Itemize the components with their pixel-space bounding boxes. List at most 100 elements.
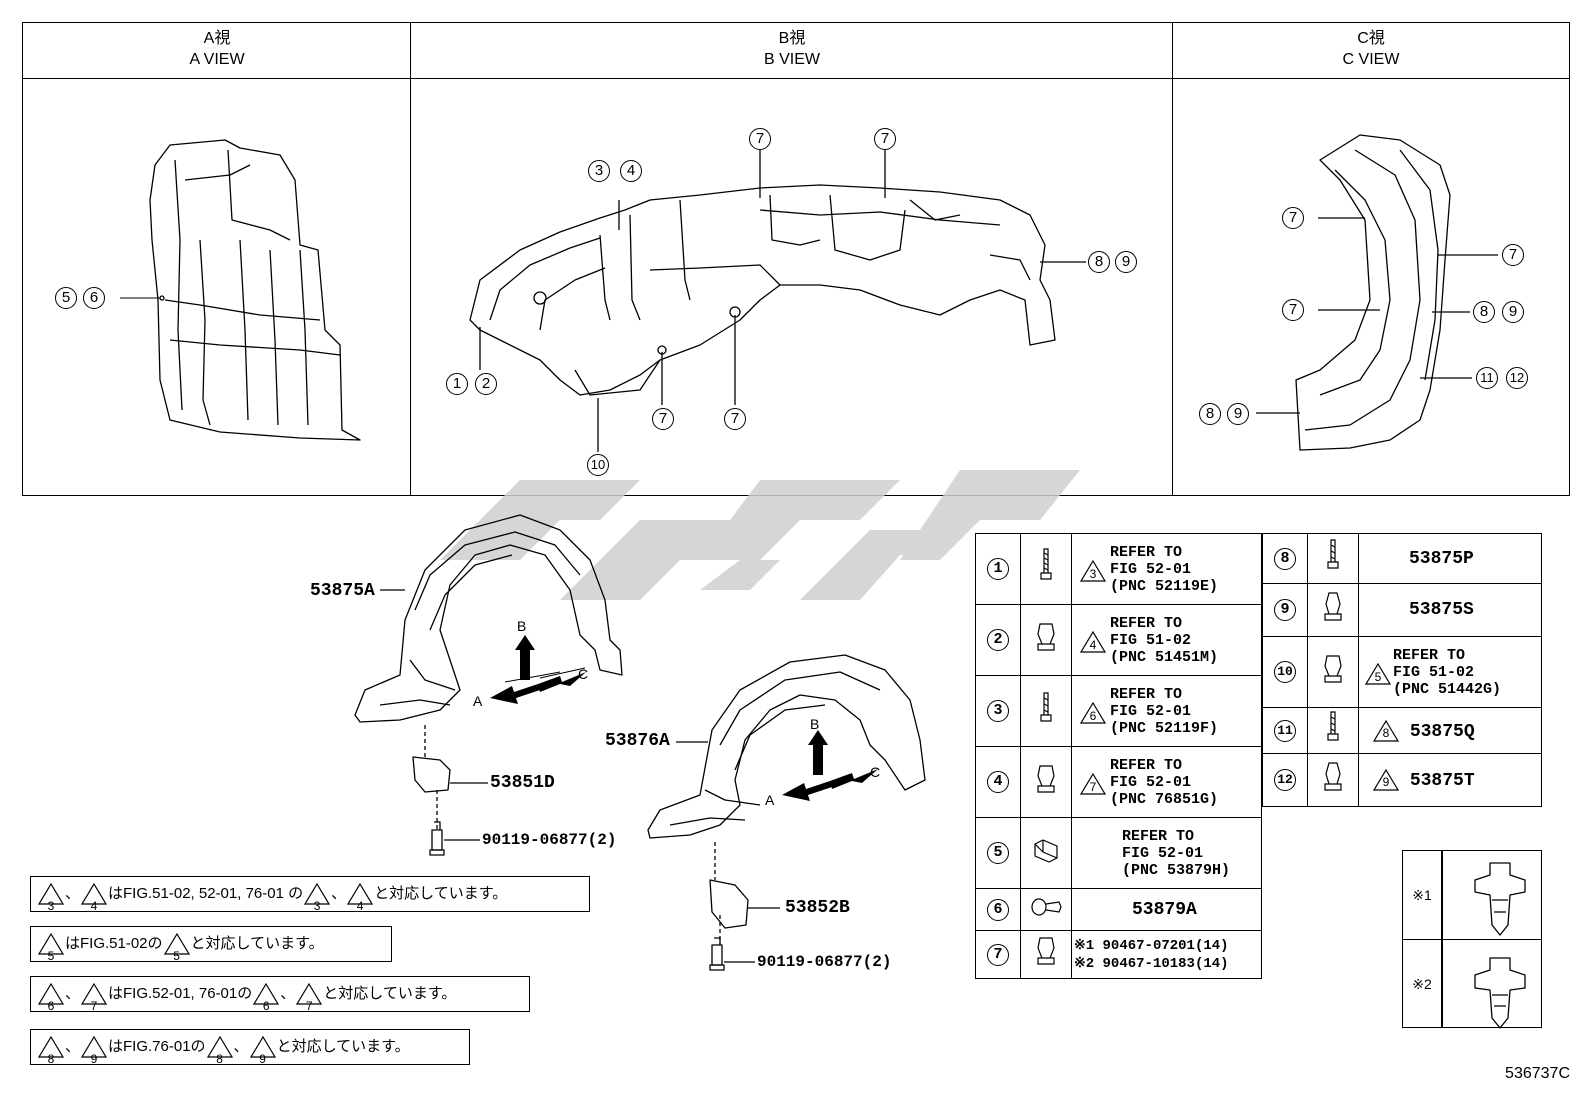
figure-number: 536737C [1505, 1065, 1570, 1082]
parts-table-left: 1 3 REFER TO FIG 52-01 (PNC 52119E) 2 4 … [975, 533, 1262, 979]
part-label-53851d: 53851D [490, 773, 555, 793]
part-53875p: 53875P [1358, 533, 1542, 584]
row-callout: 11 [1274, 719, 1296, 742]
note-text: はFIG.51-02, 52-01, 76-01 の [108, 885, 304, 902]
triangle-note-icon: 7 [1080, 772, 1106, 795]
callout-7-view-c-left1: 7 [1282, 207, 1304, 229]
arrow-label-c-right: C [870, 764, 881, 780]
table-row: 8 53875P [1262, 533, 1542, 584]
callout-10-view-b: 10 [587, 454, 609, 476]
callout-5-view-a: 5 [55, 287, 77, 309]
part-label-53852b: 53852B [785, 898, 850, 918]
ref-line: (PNC 76851G) [1110, 790, 1219, 808]
part-53875q: 53875Q [1409, 721, 1475, 742]
view-b-column [411, 23, 1173, 495]
view-c-title-en: C VIEW [1342, 51, 1400, 68]
ref-line: REFER TO [1110, 685, 1183, 703]
callout-4-view-b: 4 [620, 160, 642, 182]
table-row: 10 5 REFER TO FIG 51-02 (PNC 51442G) [1262, 636, 1542, 708]
ref-line: (PNC 53879H) [1122, 861, 1231, 879]
parts-table-right: 8 53875P 9 53875S 10 5 REFER TO FIG 51-0… [1262, 533, 1542, 807]
ref-line: FIG 52-01 [1110, 773, 1192, 791]
row-callout: 10 [1274, 661, 1296, 683]
row-callout: 4 [987, 771, 1009, 793]
view-c-header: C視 C VIEW [1173, 23, 1569, 79]
callout-7-view-b-top1: 7 [749, 128, 771, 150]
table-row: 12 9 53875T [1262, 753, 1542, 807]
part-label-53875a: 53875A [310, 581, 375, 601]
row-callout: 1 [987, 558, 1009, 580]
triangle-note-icon: 9 [249, 1036, 276, 1066]
bracket-53851d-drawing [412, 756, 488, 856]
arrow-label-c-left: C [578, 666, 589, 682]
triangle-note-icon: 4 [1080, 630, 1106, 653]
triangle-note-icon: 3 [304, 883, 331, 913]
callout-7-view-b-bottom2: 7 [724, 408, 746, 430]
triangle-note-icon: 7 [296, 983, 323, 1013]
nut-clip-icon [1034, 838, 1058, 863]
row-callout: 7 [987, 943, 1009, 966]
view-b-title-jp: B視 [778, 30, 806, 47]
callout-9-view-c-right: 9 [1502, 301, 1524, 323]
row-callout: 5 [987, 842, 1009, 864]
ref-line: (PNC 51442G) [1393, 680, 1502, 698]
view-b-title-en: B VIEW [763, 51, 820, 68]
view-a-fender-liner-drawing [120, 139, 361, 441]
triangle-note-icon: 3 [38, 883, 64, 913]
callout-6-view-a: 6 [83, 287, 105, 309]
callout-8-view-c-left: 8 [1199, 403, 1221, 425]
triangle-note-icon: 9 [81, 1036, 108, 1066]
direction-arrows-left [490, 635, 586, 704]
bracket-53852b-drawing [709, 879, 780, 971]
ref-line: (PNC 51451M) [1110, 648, 1219, 666]
triangle-note-icon: 6 [253, 983, 280, 1013]
triangle-note-icon: 6 [38, 983, 64, 1013]
ref-line: FIG 51-02 [1110, 631, 1192, 649]
part-label-53876a: 53876A [605, 731, 670, 751]
callout-9-view-c-left: 9 [1227, 403, 1249, 425]
callout-12-view-c: 12 [1506, 367, 1528, 389]
view-a-title-jp: A視 [203, 30, 231, 47]
part-53879a: 53879A [1071, 888, 1262, 931]
fender-liner-53875a-drawing [354, 514, 623, 830]
ref-line: ※2 90467-10183(14) [1074, 955, 1229, 972]
callout-7-view-b-bottom1: 7 [652, 408, 674, 430]
triangle-note-icon: 5 [163, 933, 190, 963]
clip-icon [1324, 591, 1342, 621]
view-a-column [23, 23, 411, 495]
note-tail: と対応しています。 [190, 935, 324, 952]
row-callout: 2 [987, 629, 1009, 651]
triangle-note-icon: 9 [1373, 769, 1399, 791]
triangle-note-icon: 3 [1080, 559, 1106, 582]
clip-box-divider [1441, 851, 1443, 1027]
part-label-bolt-left: 90119-06877(2) [482, 831, 617, 849]
ref-line: (PNC 52119F) [1110, 719, 1219, 737]
callout-2-view-b: 2 [475, 373, 497, 395]
screw-icon [1327, 711, 1339, 741]
triangle-note-icon: 6 [1080, 701, 1106, 724]
triangle-note-icon: 5 [38, 933, 64, 963]
fender-liner-53876a-drawing [647, 654, 926, 945]
ref-line: FIG 51-02 [1393, 663, 1475, 681]
clip-key-1: ※1 [1412, 887, 1432, 903]
callout-3-view-b: 3 [588, 160, 610, 182]
grommet-icon [1031, 898, 1062, 916]
clip-icon [1037, 764, 1055, 793]
table-row: 3 6 REFER TO FIG 52-01 (PNC 52119F) [975, 675, 1262, 747]
watermark-logo [440, 470, 1080, 600]
note-tail: と対応しています。 [323, 985, 457, 1002]
screw-icon [1327, 539, 1339, 569]
triangle-note-icon: 7 [81, 983, 108, 1013]
row-callout: 9 [1274, 599, 1296, 621]
callout-11-view-c: 11 [1476, 367, 1498, 389]
callout-7-view-c-right: 7 [1502, 244, 1524, 266]
note-text: はFIG.52-01, 76-01の [108, 985, 253, 1002]
clip-row-1 [1403, 851, 1541, 940]
table-row: 1 3 REFER TO FIG 52-01 (PNC 52119E) [975, 533, 1262, 605]
note-text: はFIG.51-02の [65, 935, 163, 952]
arrow-label-b-right: B [810, 716, 820, 732]
